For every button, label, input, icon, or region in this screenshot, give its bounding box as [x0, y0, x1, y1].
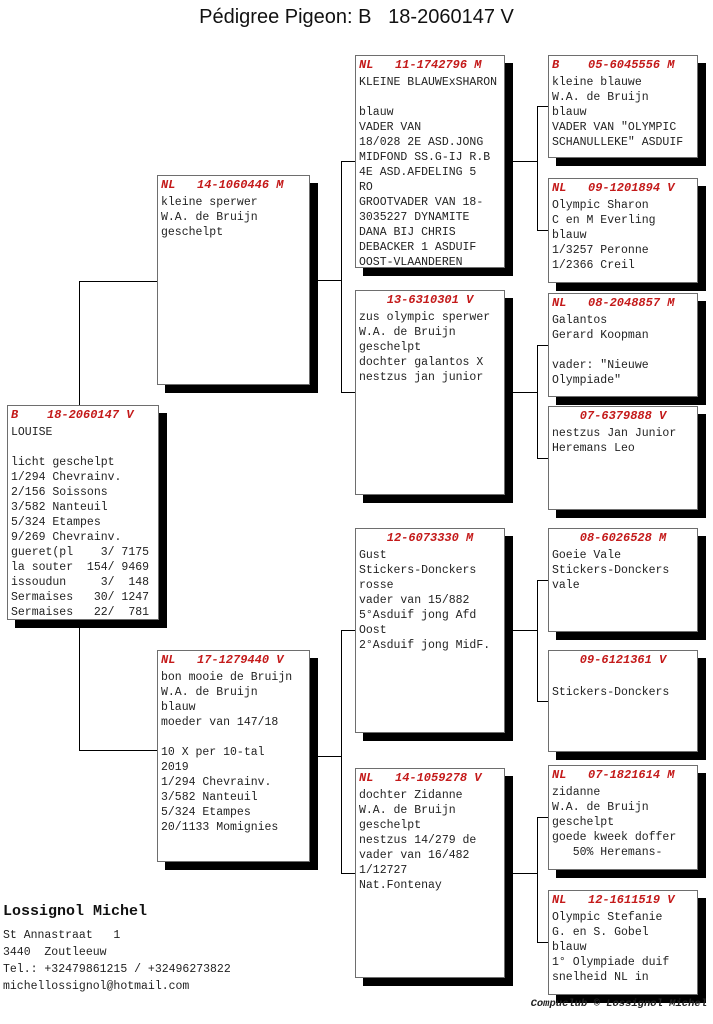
software-credit: Compuclub © Lossignol Michel	[530, 998, 707, 1010]
pigeon-details: Stickers-Donckers	[552, 686, 670, 699]
page-title: Pédigree Pigeon: B 18-2060147 V	[199, 6, 514, 28]
pedigree-box-ggparent-6: 09-6121361 V Stickers-Donckers	[548, 650, 698, 752]
ring-number: 09-6121361 V	[579, 653, 667, 667]
pigeon-details: bon mooie de Bruijn W.A. de Bruijn blauw…	[161, 671, 293, 834]
connector-line	[505, 630, 537, 631]
connector-line	[79, 281, 157, 282]
connector-line	[341, 630, 355, 631]
connector-line	[341, 161, 355, 162]
ring-number: B 18-2060147 V	[11, 408, 134, 422]
ring-number: NL 14-1060446 M	[161, 178, 284, 192]
pedigree-box-grandsire-maternal: 12-6073330 M Gust Stickers-Donckers ross…	[355, 528, 505, 733]
ring-number: 08-6026528 M	[579, 531, 667, 545]
owner-contact-details: St Annastraat 1 3440 Zoutleeuw Tel.: +32…	[3, 929, 231, 993]
connector-line	[537, 106, 548, 107]
connector-line	[79, 620, 80, 750]
connector-line	[537, 345, 538, 458]
ring-number: NL 08-2048857 M	[552, 296, 675, 310]
connector-line	[537, 817, 538, 942]
pigeon-details: zus olympic sperwer W.A. de Bruijn gesch…	[359, 311, 491, 384]
connector-line	[79, 281, 80, 405]
pigeon-details: KLEINE BLAUWExSHARON blauw VADER VAN 18/…	[359, 76, 498, 268]
pedigree-box-ggparent-2: NL 09-1201894 V Olympic Sharon C en M Ev…	[548, 178, 698, 283]
pigeon-details: Olympic Stefanie G. en S. Gobel blauw 1°…	[552, 911, 670, 984]
pigeon-details: zidanne W.A. de Bruijn geschelpt goede k…	[552, 786, 677, 859]
pedigree-box-sire: NL 14-1060446 M kleine sperwer W.A. de B…	[157, 175, 310, 385]
pedigree-box-ggparent-5: 08-6026528 M Goeie Vale Stickers-Doncker…	[548, 528, 698, 632]
pedigree-box-ggparent-1: B 05-6045556 M kleine blauwe W.A. de Bru…	[548, 55, 698, 158]
connector-line	[537, 345, 548, 346]
pedigree-box-ggparent-7: NL 07-1821614 M zidanne W.A. de Bruijn g…	[548, 765, 698, 870]
pedigree-box-grandsire-paternal: NL 11-1742796 M KLEINE BLAUWExSHARON bla…	[355, 55, 505, 268]
ring-number: 07-6379888 V	[579, 409, 667, 423]
pedigree-box-granddam-paternal: 13-6310301 V zus olympic sperwer W.A. de…	[355, 290, 505, 495]
pigeon-details: Galantos Gerard Koopman vader: "Nieuwe O…	[552, 314, 649, 387]
pigeon-details: Goeie Vale Stickers-Donckers vale	[552, 549, 670, 592]
connector-line	[505, 161, 537, 162]
connector-line	[341, 873, 355, 874]
connector-line	[537, 106, 538, 230]
ring-number: NL 17-1279440 V	[161, 653, 284, 667]
ring-number: NL 07-1821614 M	[552, 768, 675, 782]
pigeon-details: nestzus Jan Junior Heremans Leo	[552, 427, 677, 455]
pigeon-details: LOUISE licht geschelpt 1/294 Chevrainv. …	[11, 426, 150, 619]
connector-line	[537, 701, 548, 702]
ring-number: B 05-6045556 M	[552, 58, 675, 72]
pedigree-box-ggparent-8: NL 12-1611519 V Olympic Stefanie G. en S…	[548, 890, 698, 995]
pigeon-details: dochter Zidanne W.A. de Bruijn geschelpt…	[359, 789, 477, 892]
pedigree-box-dam: NL 17-1279440 V bon mooie de Bruijn W.A.…	[157, 650, 310, 862]
ring-number: NL 09-1201894 V	[552, 181, 675, 195]
ring-number: 12-6073330 M	[386, 531, 474, 545]
pigeon-details: kleine blauwe W.A. de Bruijn blauw VADER…	[552, 76, 684, 149]
pigeon-details: Gust Stickers-Donckers rosse vader van 1…	[359, 549, 491, 652]
connector-line	[79, 750, 157, 751]
pedigree-box-subject: B 18-2060147 V LOUISE licht geschelpt 1/…	[7, 405, 159, 620]
connector-line	[537, 580, 548, 581]
connector-line	[537, 817, 548, 818]
pedigree-box-ggparent-4: 07-6379888 V nestzus Jan Junior Heremans…	[548, 406, 698, 510]
owner-name: Lossignol Michel	[3, 903, 148, 920]
pigeon-details: Olympic Sharon C en M Everling blauw 1/3…	[552, 199, 656, 272]
ring-number: NL 11-1742796 M	[359, 58, 482, 72]
connector-line	[537, 580, 538, 701]
connector-line	[537, 942, 548, 943]
connector-line	[505, 392, 537, 393]
pedigree-box-granddam-maternal: NL 14-1059278 V dochter Zidanne W.A. de …	[355, 768, 505, 978]
connector-line	[505, 873, 537, 874]
ring-number: 13-6310301 V	[386, 293, 474, 307]
ring-number: NL 14-1059278 V	[359, 771, 482, 785]
connector-line	[341, 392, 355, 393]
connector-line	[310, 280, 341, 281]
connector-line	[537, 230, 548, 231]
connector-line	[537, 458, 548, 459]
pigeon-details: kleine sperwer W.A. de Bruijn geschelpt	[161, 196, 258, 239]
connector-line	[341, 161, 342, 392]
connector-line	[341, 630, 342, 873]
pedigree-box-ggparent-3: NL 08-2048857 M Galantos Gerard Koopman …	[548, 293, 698, 397]
connector-line	[310, 756, 341, 757]
ring-number: NL 12-1611519 V	[552, 893, 675, 907]
